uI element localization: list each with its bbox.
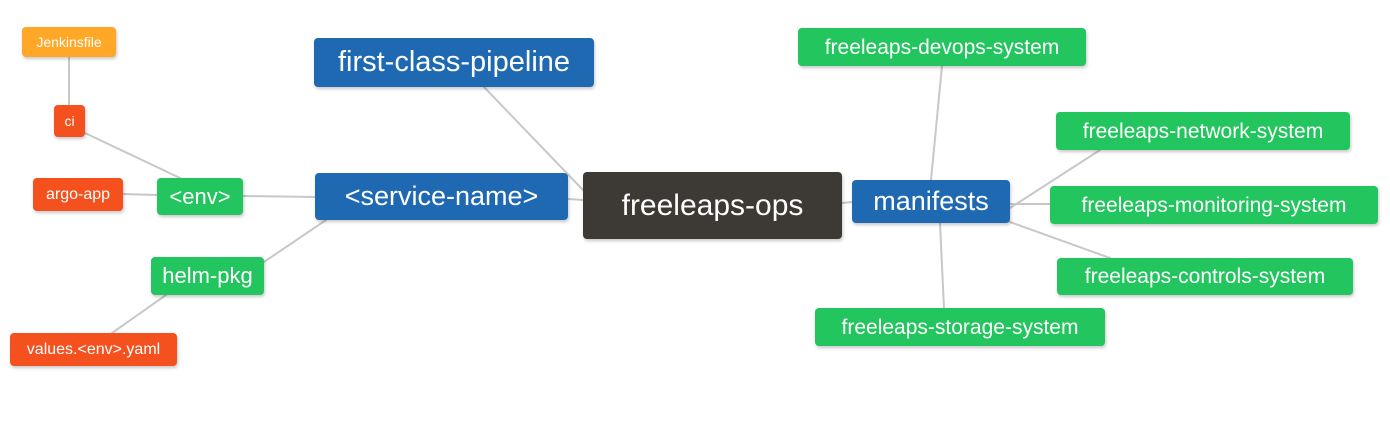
edge-manifests-to-freeleaps-storage-system [939,222,945,309]
mindmap-node-helm-pkg[interactable]: helm-pkg [151,257,264,295]
mindmap-node-values-env-yaml[interactable]: values.<env>.yaml [10,333,177,366]
node-label-ci: ci [64,113,75,129]
node-label-manifests: manifests [873,186,989,216]
node-label-jenkinsfile: Jenkinsfile [36,34,102,50]
edge-manifests-to-freeleaps-devops-system [930,65,943,181]
node-label-freeleaps-monitoring-system: freeleaps-monitoring-system [1081,193,1347,217]
mindmap-node-freeleaps-devops-system[interactable]: freeleaps-devops-system [798,28,1086,66]
mindmap-node-argo-app[interactable]: argo-app [33,178,123,211]
edge-helm-pkg-to-values-env-yaml [111,294,167,334]
node-label-helm-pkg: helm-pkg [162,263,253,288]
node-label-freeleaps-storage-system: freeleaps-storage-system [841,315,1079,339]
edge-service-name-to-helm-pkg [263,219,327,263]
mindmap-node-freeleaps-ops[interactable]: freeleaps-ops [583,172,842,239]
edge-freeleaps-ops-to-manifests [841,201,853,204]
node-label-env: <env> [169,183,231,209]
node-label-values-env-yaml: values.<env>.yaml [26,340,161,358]
node-label-freeleaps-devops-system: freeleaps-devops-system [824,35,1060,59]
node-label-first-class-pipeline: first-class-pipeline [337,46,571,78]
mindmap-node-first-class-pipeline[interactable]: first-class-pipeline [314,38,594,87]
mindmap-node-freeleaps-monitoring-system[interactable]: freeleaps-monitoring-system [1050,186,1378,224]
mindmap-node-freeleaps-network-system[interactable]: freeleaps-network-system [1056,112,1350,150]
node-label-argo-app: argo-app [45,185,111,203]
mindmap-node-ci[interactable]: ci [54,105,85,137]
edge-service-name-to-env [242,195,316,198]
mindmap-node-freeleaps-storage-system[interactable]: freeleaps-storage-system [815,308,1105,346]
node-label-service-name: <service-name> [344,181,539,211]
mindmap-node-env[interactable]: <env> [157,178,243,215]
node-label-freeleaps-controls-system: freeleaps-controls-system [1084,265,1326,288]
mindmap-node-jenkinsfile[interactable]: Jenkinsfile [22,27,116,57]
edge-freeleaps-ops-to-service-name [567,198,584,201]
edge-manifests-to-freeleaps-controls-system [1009,221,1111,259]
node-label-freeleaps-network-system: freeleaps-network-system [1082,119,1324,143]
node-label-freeleaps-ops: freeleaps-ops [621,188,804,222]
edge-env-to-ci [84,132,181,179]
mindmap-node-service-name[interactable]: <service-name> [315,173,568,220]
mindmap-node-manifests[interactable]: manifests [852,180,1010,223]
edge-env-to-argo-app [122,193,158,196]
mindmap-node-freeleaps-controls-system[interactable]: freeleaps-controls-system [1057,258,1353,295]
